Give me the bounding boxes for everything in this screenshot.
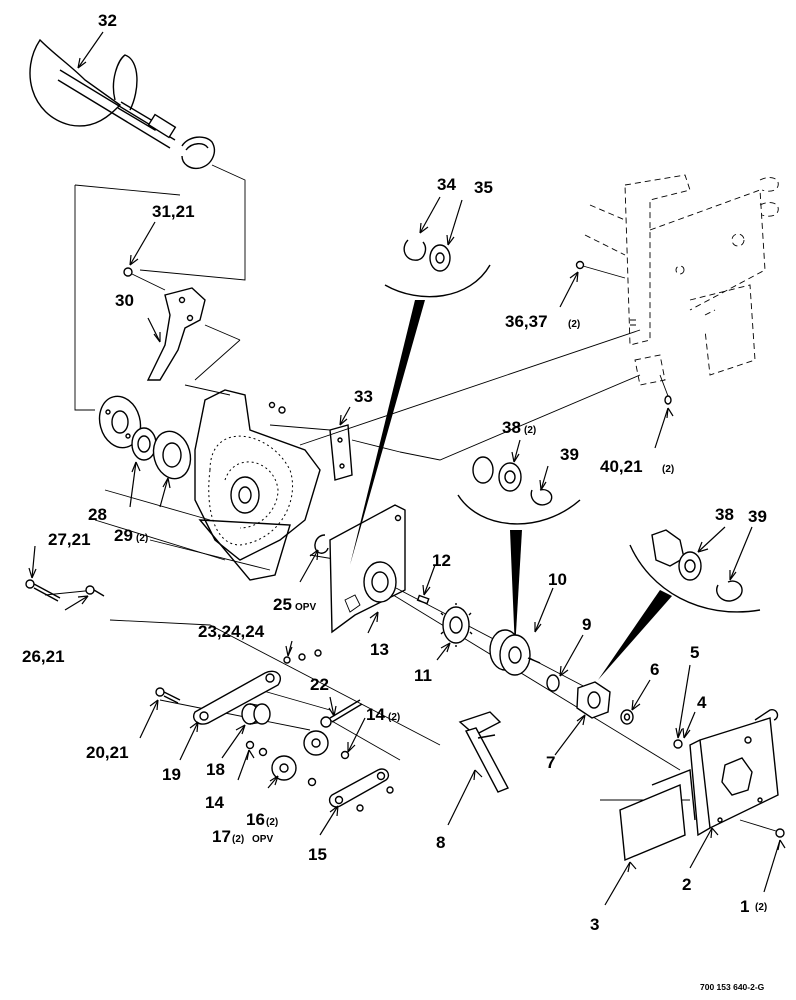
label-22: 22 <box>310 675 329 694</box>
label-32: 32 <box>98 11 117 30</box>
label-3: 3 <box>590 915 599 934</box>
label-9: 9 <box>582 615 591 634</box>
label-13: 13 <box>370 640 389 659</box>
label-12: 12 <box>432 551 451 570</box>
main-housing <box>194 389 321 581</box>
part-36-bolt <box>575 260 626 279</box>
label-11: 11 <box>414 666 432 685</box>
part-33-plate <box>329 424 401 481</box>
label-26-21: 26,21 <box>22 647 65 666</box>
label-14-upper: 14 <box>366 705 385 724</box>
label-20-21: 20,21 <box>86 743 129 762</box>
label-7: 7 <box>546 753 555 772</box>
label-29: 29 <box>114 526 133 545</box>
part-30-bracket <box>146 287 206 381</box>
label-5: 5 <box>690 643 699 662</box>
part-18-spacer <box>241 703 271 725</box>
document-number: 700 153 640-2-G <box>700 982 765 992</box>
label-4: 4 <box>697 693 707 712</box>
part-14-washers-upper <box>307 750 350 787</box>
part-28-bearing <box>131 427 157 461</box>
label-17-qty: (2) <box>232 834 244 845</box>
label-16: 16 <box>246 810 265 829</box>
part-6-washer <box>620 709 634 725</box>
label-18: 18 <box>206 760 225 779</box>
leader-arrows <box>28 31 786 906</box>
part-40-bolt <box>659 374 672 405</box>
frame-upper-right <box>584 174 779 386</box>
part-7-hex-hub <box>576 681 611 719</box>
part-3-shield <box>619 769 696 862</box>
label-34: 34 <box>437 175 456 194</box>
label-30: 30 <box>115 291 134 310</box>
part-27-bolt <box>25 579 61 602</box>
label-23-24-24: 23,24,24 <box>198 622 265 641</box>
part-22-stud <box>320 699 363 728</box>
label-38-center-qty: (2) <box>524 425 536 436</box>
label-6: 6 <box>650 660 659 679</box>
part-13-plate <box>329 504 406 634</box>
label-35: 35 <box>474 178 493 197</box>
label-38-center: 38 <box>502 418 521 437</box>
part-20-bolt <box>155 687 181 704</box>
part-14-washers-lower <box>245 740 268 757</box>
part-11-sprocket <box>440 603 473 647</box>
label-10: 10 <box>548 570 567 589</box>
detail-bubble-38-39-center <box>457 456 581 650</box>
detail-bubble-38-39-right <box>598 529 761 680</box>
part-29-flange <box>152 430 192 480</box>
label-19: 19 <box>162 765 181 784</box>
reference-lines-upper-left <box>74 164 246 411</box>
label-8: 8 <box>436 833 445 852</box>
label-16-qty: (2) <box>266 817 278 828</box>
label-36-37-qty: (2) <box>568 319 580 330</box>
label-1-qty: (2) <box>755 902 767 913</box>
part-1-bolt <box>739 819 785 838</box>
reference-lines-center <box>44 329 690 801</box>
part-26-bolt <box>85 585 105 597</box>
part-16-sprocket-a <box>271 755 297 781</box>
label-2: 2 <box>682 875 691 894</box>
label-40-21-qty: (2) <box>662 464 674 475</box>
part-4-nut <box>673 739 683 749</box>
part-2-bracket <box>689 709 779 837</box>
part-19-link-arm <box>193 670 282 725</box>
label-17: 17 <box>212 827 231 846</box>
part-31-bolt <box>123 267 166 291</box>
label-36-37: 36,37 <box>505 312 548 331</box>
label-29-qty: (2) <box>136 533 148 544</box>
part-28-flange <box>98 395 142 449</box>
part-8-handle <box>458 711 509 793</box>
label-40-21: 40,21 <box>600 457 643 476</box>
detail-bubble-34-35 <box>350 239 491 565</box>
label-38-right: 38 <box>715 505 734 524</box>
label-31-21: 31,21 <box>152 202 195 221</box>
label-25-note: OPV <box>295 602 316 613</box>
part-16-sprocket-b <box>303 730 329 756</box>
label-28: 28 <box>88 505 107 524</box>
part-9-ring <box>546 674 560 692</box>
label-17-note: OPV <box>252 834 273 845</box>
part-15-link <box>328 768 394 812</box>
parts-23-24-hardware <box>283 649 322 664</box>
label-1: 1 <box>740 897 749 916</box>
label-14-lower: 14 <box>205 793 224 812</box>
part-10-double-sprocket <box>489 629 541 676</box>
label-39-right: 39 <box>748 507 767 526</box>
label-15: 15 <box>308 845 327 864</box>
label-39-center: 39 <box>560 445 579 464</box>
part-32-auger <box>29 38 216 170</box>
label-27-21: 27,21 <box>48 530 91 549</box>
label-25: 25 <box>273 595 292 614</box>
label-14-upper-qty: (2) <box>388 712 400 723</box>
callout-labels: 32 31,21 30 34 35 36,37 (2) 33 40,21 (2)… <box>22 11 767 934</box>
label-33: 33 <box>354 387 373 406</box>
